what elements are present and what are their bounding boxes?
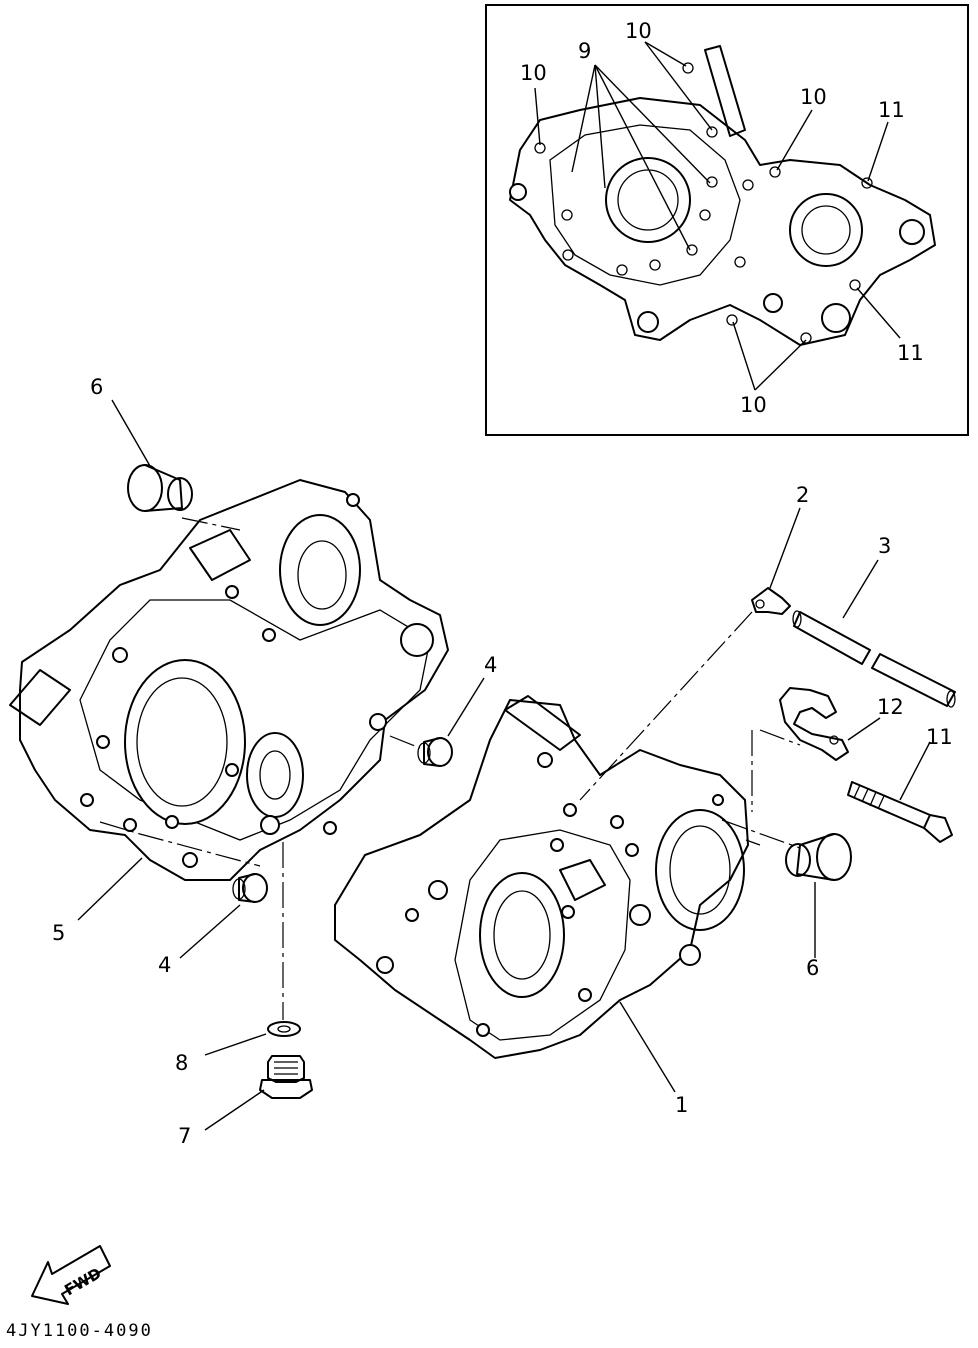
left-case-shaft-boss xyxy=(246,732,304,818)
fwd-arrow: FWD xyxy=(31,1245,111,1305)
right-case-gasket xyxy=(454,829,631,1041)
inset-panel: 9 10 10 10 10 11 11 xyxy=(485,4,969,436)
inset-labels: 9 10 10 10 10 11 11 xyxy=(520,19,924,417)
right-case-cylinder-bore xyxy=(479,872,565,998)
inset-callout-10-top-left: 10 xyxy=(520,61,547,85)
left-case-top-flange xyxy=(189,529,251,581)
callout-1: 1 xyxy=(675,1093,688,1117)
callout-7: 7 xyxy=(178,1124,191,1148)
inset-callout-10-right: 10 xyxy=(800,85,827,109)
inset-crankcase xyxy=(509,45,936,346)
right-case-bolt-holes xyxy=(376,752,724,1037)
bushing-6-upper xyxy=(127,464,193,512)
callout-4-left: 4 xyxy=(158,953,171,977)
drain-bolt-7 xyxy=(259,1055,313,1099)
dowel-pin-4-left xyxy=(232,873,268,903)
dowel-pin-4-right xyxy=(417,737,453,767)
inset-cover-rib xyxy=(704,45,746,137)
nipple-2 xyxy=(751,587,791,615)
inset-case-outline xyxy=(509,97,936,346)
left-case-rib xyxy=(9,669,71,726)
callout-8: 8 xyxy=(175,1051,188,1075)
inset-callout-11-bottom: 11 xyxy=(897,341,924,365)
inset-callout-11-top: 11 xyxy=(878,98,905,122)
washer-8 xyxy=(267,1021,301,1037)
callout-11: 11 xyxy=(926,725,953,749)
inset-frame xyxy=(485,4,969,436)
assembly-lines xyxy=(99,517,801,1020)
right-case-boss xyxy=(559,859,606,901)
callout-6-lower: 6 xyxy=(806,956,819,980)
drawing-code: 4JY1100-4090 xyxy=(6,1321,153,1341)
inset-gasket-line xyxy=(549,124,741,286)
right-case-main-bearing-inner xyxy=(669,825,731,915)
right-case-main-bearing xyxy=(655,809,745,931)
fwd-label: FWD xyxy=(61,1264,104,1299)
right-crankcase xyxy=(334,695,749,1059)
inset-bolt-holes xyxy=(534,62,873,344)
callout-6-upper: 6 xyxy=(90,375,103,399)
inset-callout-9: 9 xyxy=(578,39,591,63)
left-case-outline xyxy=(19,479,449,881)
left-case-main-bearing xyxy=(279,514,361,626)
inset-callout-10-bottom: 10 xyxy=(740,393,767,417)
left-case-shaft-boss-inner xyxy=(259,750,291,800)
right-case-top-block xyxy=(504,695,581,751)
inset-leaders xyxy=(534,41,901,391)
bushing-6-lower xyxy=(785,833,852,881)
inset-main-bearing xyxy=(789,193,863,267)
inset-shaft-hole xyxy=(821,303,851,333)
inset-mount-bottom xyxy=(637,311,659,333)
leader-lines xyxy=(77,399,931,1131)
callout-labels: 1 2 3 4 4 5 6 6 7 8 11 12 xyxy=(52,375,953,1148)
right-case-cylinder-bore-inner xyxy=(493,890,551,980)
callout-3: 3 xyxy=(878,534,891,558)
callout-2: 2 xyxy=(796,483,809,507)
inset-cylinder-bore-inner xyxy=(617,169,679,231)
right-case-outline xyxy=(334,699,749,1059)
callout-5: 5 xyxy=(52,921,65,945)
left-case-cylinder-bore-inner xyxy=(136,677,228,807)
inset-mount-right xyxy=(899,219,925,245)
inset-mount-left xyxy=(509,183,527,201)
inset-main-bearing-inner xyxy=(801,205,851,255)
left-case-main-bearing-inner xyxy=(297,540,347,610)
bolt-11 xyxy=(847,781,953,843)
left-case-cylinder-bore xyxy=(124,659,246,825)
callout-4-right: 4 xyxy=(484,653,497,677)
inset-mount-mid xyxy=(763,293,783,313)
left-crankcase xyxy=(9,479,449,881)
callout-12: 12 xyxy=(877,695,904,719)
clamp-12 xyxy=(779,687,849,761)
inset-callout-10-top: 10 xyxy=(625,19,652,43)
left-case-bolt-holes xyxy=(80,493,434,868)
fwd-arrow-icon xyxy=(31,1245,111,1305)
hose-3 xyxy=(792,610,956,708)
